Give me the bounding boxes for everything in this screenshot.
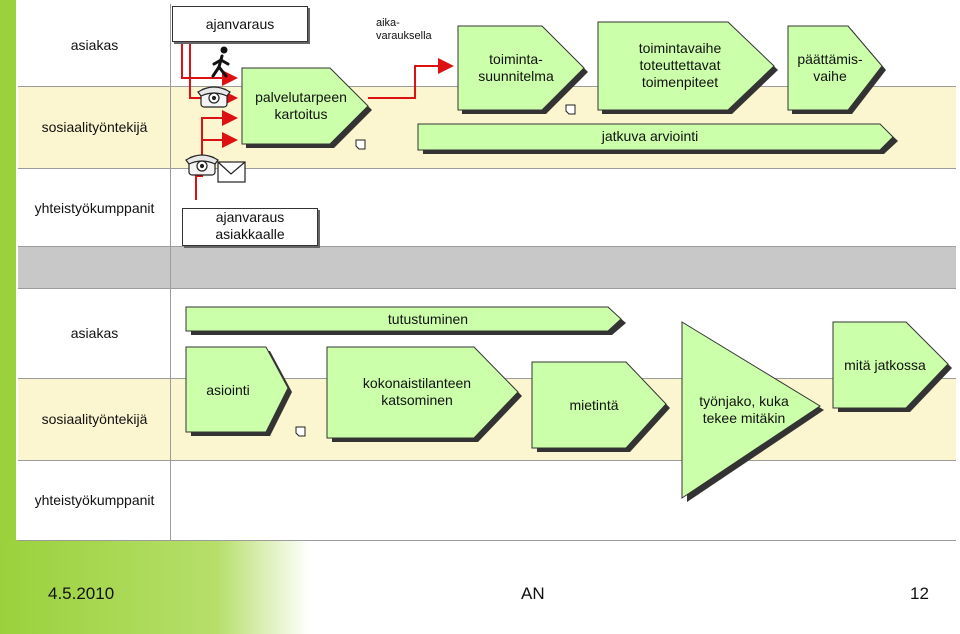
- label-toimintasuunnitelma: toiminta- suunnitelma: [458, 51, 574, 85]
- label-line: tekee mitäkin: [702, 410, 786, 426]
- aikavaraus-note: aika- varauksella: [376, 17, 432, 43]
- note-line: varauksella: [376, 30, 432, 42]
- label-line: vaihe: [813, 68, 847, 84]
- lane-label-sosiaalityontekija: sosiaalityöntekijä: [41, 119, 148, 135]
- label-line: katsominen: [381, 392, 453, 408]
- label-palvelutarpeen-kartoitus: palvelutarpeen kartoitus: [242, 89, 360, 123]
- label-line: palvelutarpeen: [255, 89, 347, 105]
- lane-line: [18, 460, 956, 461]
- label-line: suunnitelma: [478, 68, 554, 84]
- lane-label-sosiaalityontekija: sosiaalityöntekijä: [41, 411, 148, 427]
- shape-kokonaistilanteen-katsominen: [326, 346, 522, 442]
- label-line: kokonaistilanteen: [362, 375, 472, 391]
- shape-mietinta: [531, 361, 670, 452]
- lane-line: [18, 540, 956, 541]
- note-line: aika-: [376, 17, 400, 29]
- shape-asiointi: [185, 346, 292, 436]
- label-line: toimenpiteet: [641, 74, 719, 90]
- label-toimintavaihe: toimintavaihe toteuttettavat toimenpitee…: [598, 40, 762, 91]
- lane-label-yhteistyokumppanit: yhteistyökumppanit: [34, 200, 155, 216]
- lane-bottom-yhteistyokumppanit: [18, 460, 956, 540]
- box-ajanvaraus: ajanvaraus: [172, 6, 308, 42]
- label-paattamisvaihe: päättämis- vaihe: [788, 51, 872, 85]
- label-mietinta: mietintä: [569, 397, 619, 413]
- label-jatkuva-arviointi: jatkuva arviointi: [601, 128, 699, 144]
- lane-label-yhteistyokumppanit: yhteistyökumppanit: [34, 492, 155, 508]
- footer-author: AN: [521, 584, 545, 603]
- shape-toimintavaihe: [597, 21, 778, 114]
- label-line: toteuttettavat: [639, 57, 721, 73]
- left-accent-bar: [0, 0, 16, 634]
- label-line: työnjako, kuka: [699, 393, 789, 409]
- lane-line: [18, 168, 956, 169]
- label-asiointi: asiointi: [206, 382, 250, 398]
- note-icons: [295, 104, 576, 437]
- box-line: asiakkaalle: [215, 226, 285, 242]
- shape-tutustuminen: [185, 306, 626, 335]
- lane-line: [18, 246, 956, 247]
- label-line: päättämis-: [797, 51, 863, 67]
- bottom-accent-bar: [0, 540, 310, 634]
- lane-line: [18, 288, 956, 289]
- footer-page-number: 12: [910, 584, 929, 603]
- label-mita-jatkossa: mitä jatkossa: [844, 357, 926, 373]
- lane-label-asiakas: asiakas: [70, 325, 119, 341]
- shape-tyonjako: [681, 321, 824, 502]
- lane-divider: [170, 4, 171, 540]
- box-ajanvaraus-asiakkaalle: ajanvaraus asiakkaalle: [182, 208, 318, 246]
- label-tyonjako: työnjako, kuka tekee mitäkin: [684, 393, 804, 427]
- label-kokonaistilanteen-katsominen: kokonaistilanteen katsominen: [327, 375, 507, 409]
- lane-separator: [18, 246, 956, 288]
- shape-jatkuva-arviointi: [417, 123, 898, 154]
- label-tutustuminen: tutustuminen: [387, 311, 469, 327]
- lane-top-yhteistyokumppanit: [18, 168, 956, 246]
- footer-date: 4.5.2010: [48, 584, 115, 603]
- shape-palvelutarpeen-kartoitus: [241, 67, 372, 148]
- shape-mita-jatkossa: [832, 321, 952, 412]
- box-line: ajanvaraus: [215, 209, 285, 225]
- shape-toimintasuunnitelma: [457, 25, 588, 114]
- shape-paattamisvaihe: [787, 25, 886, 114]
- label-line: kartoitus: [274, 106, 328, 122]
- label-line: toiminta-: [489, 51, 543, 67]
- lane-label-asiakas: asiakas: [70, 37, 119, 53]
- label-line: toimintavaihe: [638, 40, 722, 56]
